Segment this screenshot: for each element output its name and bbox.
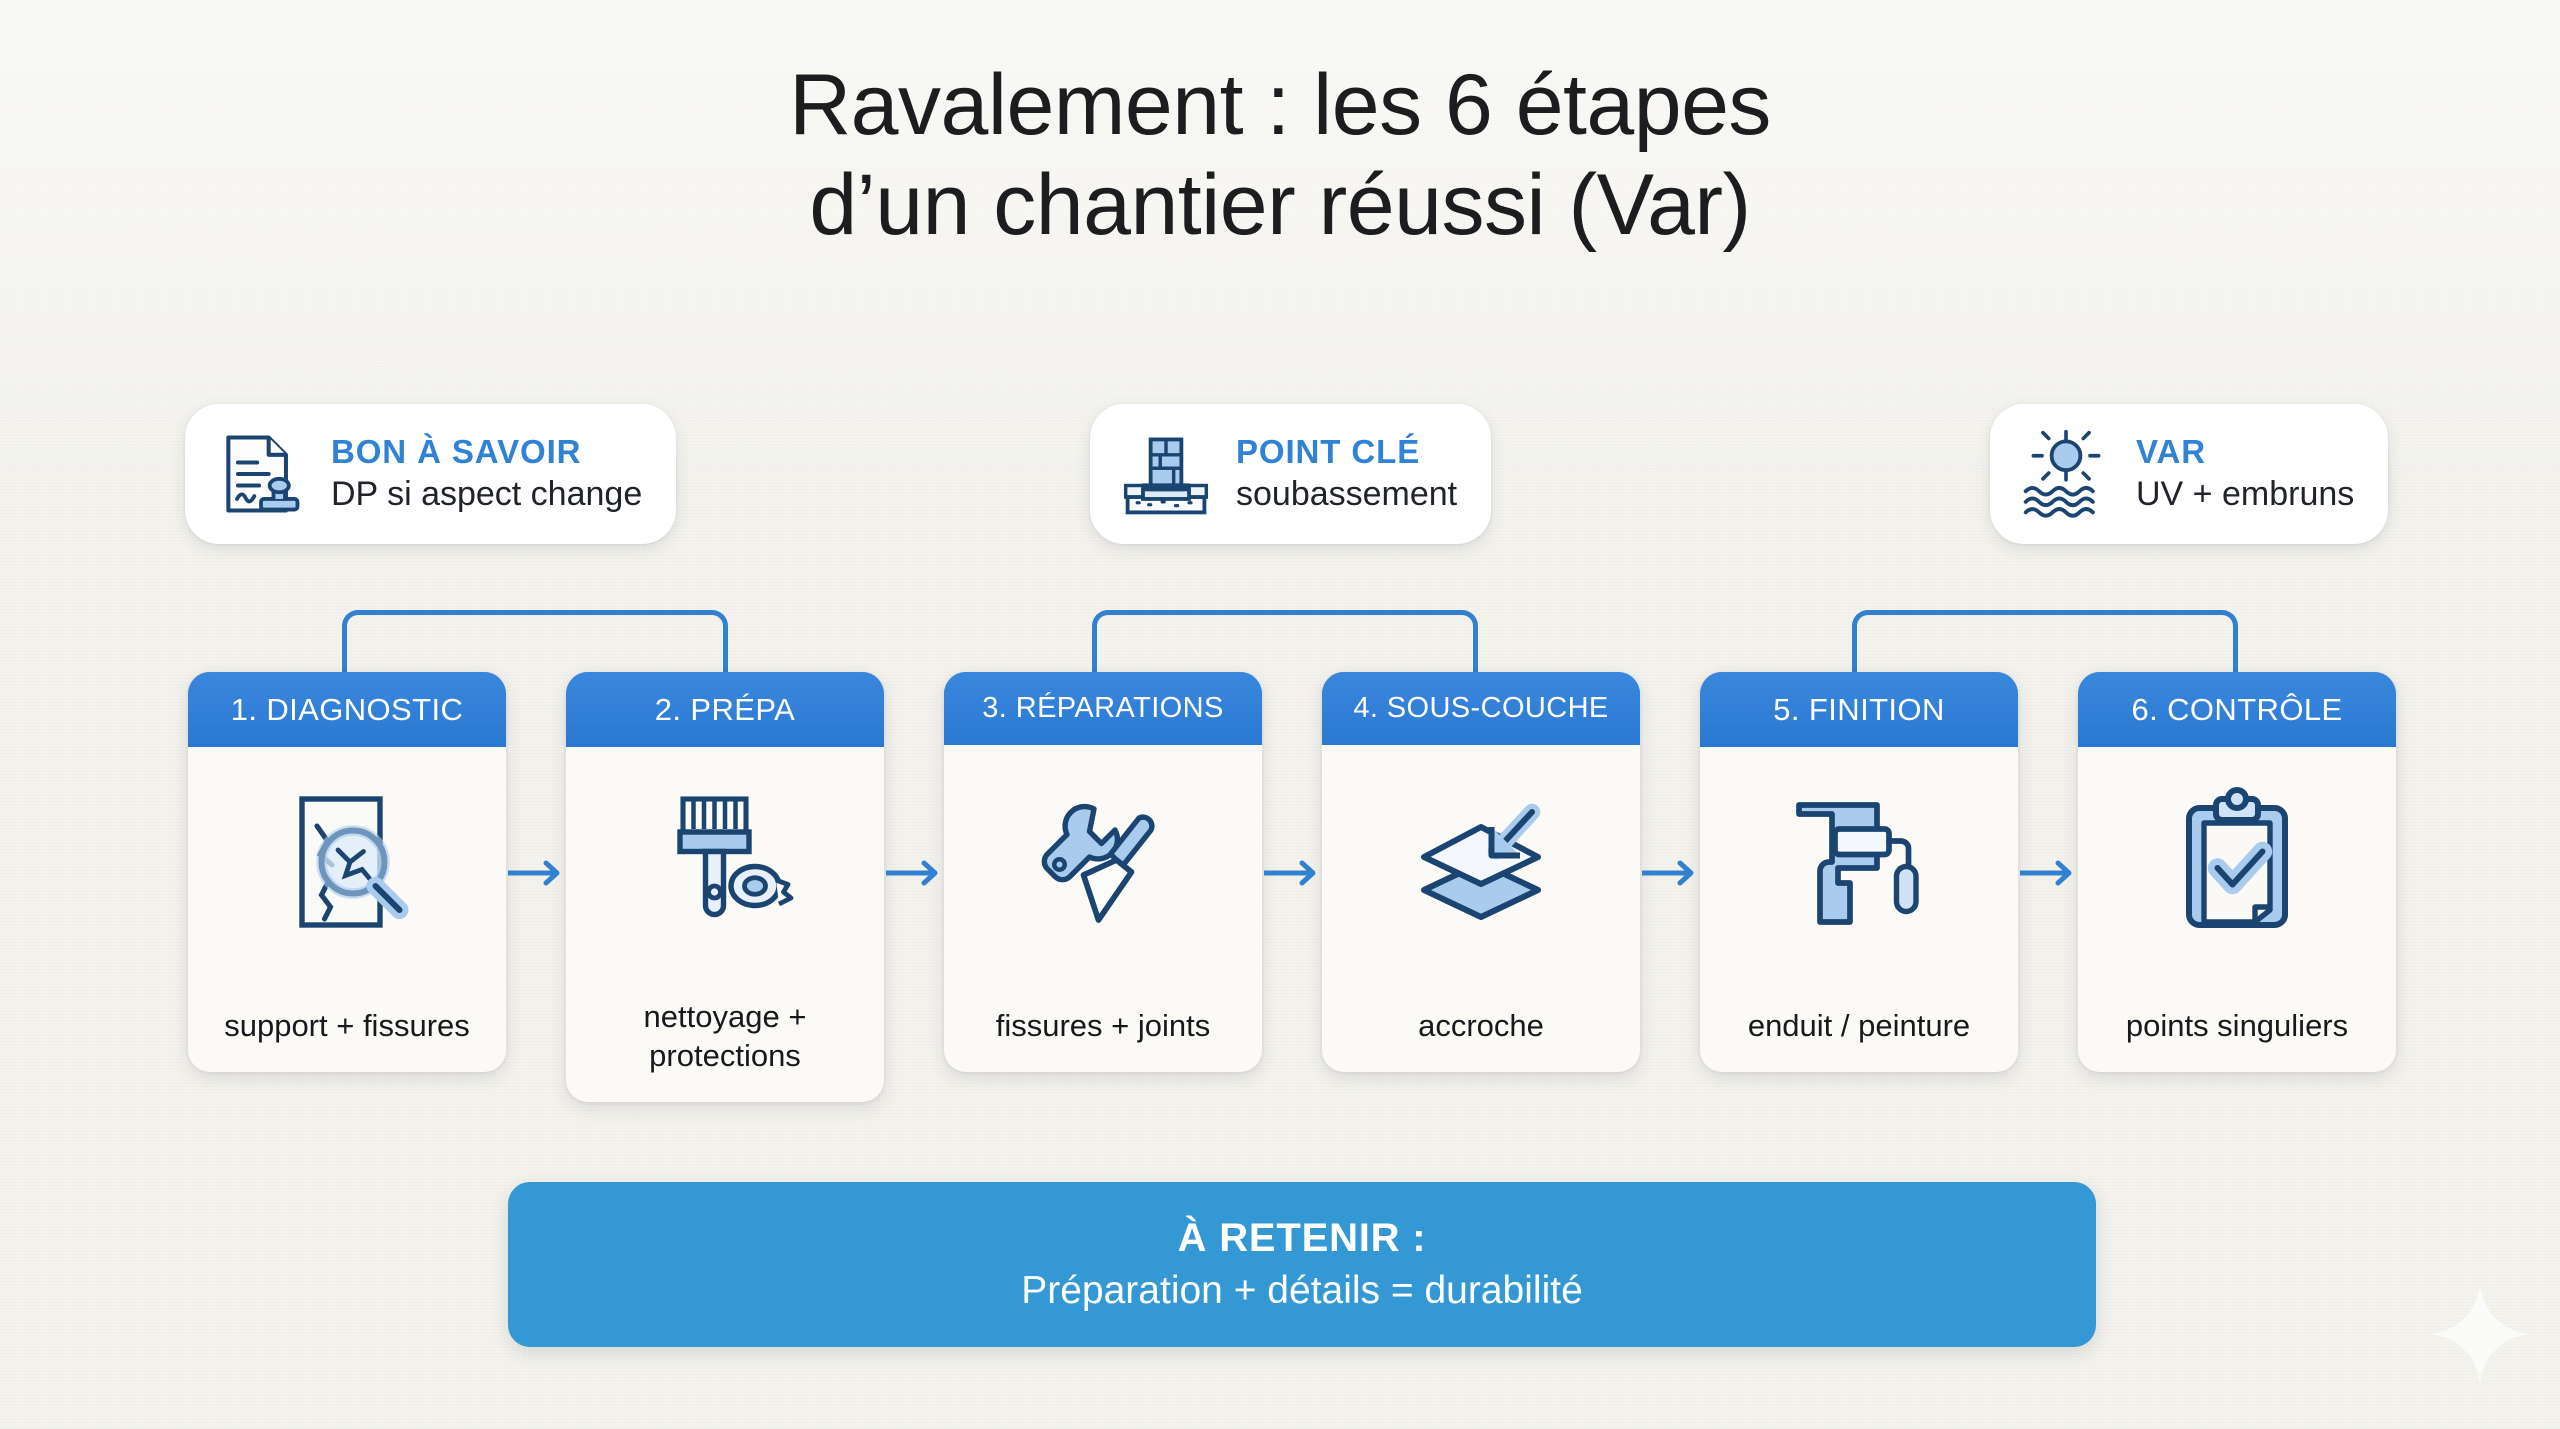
sparkle-icon	[2428, 1282, 2532, 1386]
badge-subtitle: UV + embruns	[2136, 474, 2355, 513]
step-arrow-3-to-4	[1261, 858, 1326, 888]
step-card-caption: fissures + joints	[995, 1008, 1211, 1044]
step-card-header: 5. FINITION	[1700, 672, 2018, 747]
wrench-trowel-icon	[1028, 785, 1178, 935]
step-card-diagnostic[interactable]: 1. DIAGNOSTIC support + fissures	[188, 672, 506, 1072]
step-card-header: 6. CONTRÔLE	[2078, 672, 2396, 747]
step-card-body: support + fissures	[188, 747, 506, 1072]
step-card-sous-couche[interactable]: 4. SOUS-COUCHE accroche	[1322, 672, 1640, 1072]
step-arrow-2-to-3	[883, 858, 948, 888]
step-card-prepa[interactable]: 2. PRÉPA nettoyage + protections	[566, 672, 884, 1102]
foundation-wall-icon	[1118, 426, 1214, 522]
connector-bracket-steps-5-6	[1852, 610, 2238, 682]
badge-title: VAR	[2136, 433, 2206, 471]
step-card-body: fissures + joints	[944, 745, 1262, 1072]
step-card-header: 4. SOUS-COUCHE	[1322, 672, 1640, 745]
takeaway-banner: À RETENIR : Préparation + détails = dura…	[508, 1182, 2096, 1347]
info-badge-var: VAR UV + embruns	[1990, 404, 2389, 544]
step-card-body: points singuliers	[2078, 747, 2396, 1072]
page-title: Ravalement : les 6 étapes d’un chantier …	[789, 57, 1771, 253]
step-card-caption: accroche	[1418, 1008, 1544, 1044]
step-card-header: 2. PRÉPA	[566, 672, 884, 747]
badge-title: POINT CLÉ	[1236, 433, 1421, 471]
layers-arrow-icon	[1406, 785, 1556, 935]
info-badge-bon-a-savoir: BON À SAVOIR DP si aspect change	[185, 404, 677, 544]
step-card-header: 3. RÉPARATIONS	[944, 672, 1262, 745]
document-stamp-icon	[213, 426, 309, 522]
step-card-body: accroche	[1322, 745, 1640, 1072]
paint-roller-icon	[1784, 787, 1934, 937]
step-arrow-1-to-2	[505, 858, 570, 888]
connector-bracket-steps-1-2	[342, 610, 728, 682]
step-card-body: enduit / peinture	[1700, 747, 2018, 1072]
step-card-controle[interactable]: 6. CONTRÔLE points singuliers	[2078, 672, 2396, 1072]
info-badge-point-cle: POINT CLÉ soubassement	[1090, 404, 1492, 544]
step-arrow-5-to-6	[2017, 858, 2082, 888]
step-card-caption: points singuliers	[2125, 1008, 2349, 1044]
step-card-header: 1. DIAGNOSTIC	[188, 672, 506, 747]
connector-bracket-steps-3-4	[1092, 610, 1478, 682]
step-card-reparations[interactable]: 3. RÉPARATIONS fissures + joints	[944, 672, 1262, 1072]
step-card-finition[interactable]: 5. FINITION enduit / peinture	[1700, 672, 2018, 1072]
step-card-caption: enduit / peinture	[1747, 1008, 1971, 1044]
step-arrow-4-to-5	[1639, 858, 1704, 888]
badge-subtitle: soubassement	[1236, 474, 1458, 513]
brush-tape-icon	[650, 787, 800, 937]
badge-subtitle: DP si aspect change	[331, 474, 643, 513]
banner-subtitle: Préparation + détails = durabilité	[1021, 1269, 1583, 1312]
step-card-caption: nettoyage + protections	[643, 998, 807, 1074]
badge-title: BON À SAVOIR	[331, 433, 582, 471]
sun-waves-icon	[2018, 426, 2114, 522]
clipboard-check-icon	[2162, 787, 2312, 937]
step-card-body: nettoyage + protections	[566, 747, 884, 1102]
wall-crack-magnifier-icon	[272, 787, 422, 937]
banner-title: À RETENIR :	[1177, 1216, 1427, 1260]
step-card-caption: support + fissures	[224, 1008, 470, 1044]
